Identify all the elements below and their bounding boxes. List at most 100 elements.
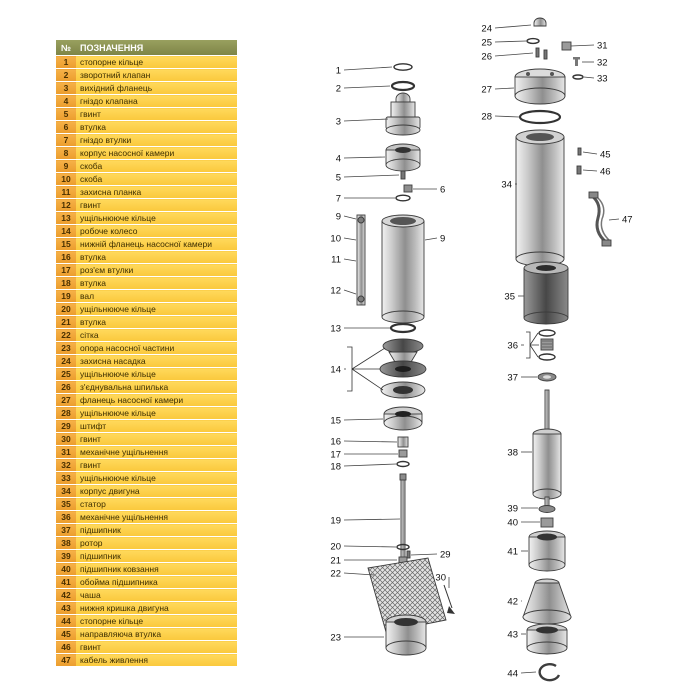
part-number-cell: 15 bbox=[56, 237, 76, 251]
callout-label-13: 13 bbox=[330, 324, 341, 335]
part-name-cell: підшипник bbox=[76, 523, 237, 537]
part-lower-flange bbox=[383, 406, 423, 431]
part-name-cell: статор bbox=[76, 497, 237, 511]
part-screw-46 bbox=[576, 165, 582, 175]
callout-leader-line bbox=[494, 52, 534, 57]
part-number-cell: 22 bbox=[56, 328, 76, 342]
part-pin-29 bbox=[406, 550, 411, 559]
callout-leader-line bbox=[343, 418, 384, 421]
callout-label-6: 6 bbox=[440, 185, 445, 196]
callout-label-15: 15 bbox=[330, 416, 341, 427]
part-check-valve bbox=[390, 80, 416, 118]
callout-leader-line bbox=[608, 218, 620, 221]
callout-label-7: 7 bbox=[336, 194, 341, 205]
part-number-cell: 10 bbox=[56, 172, 76, 186]
callout-label-9: 9 bbox=[440, 234, 445, 245]
callout-label-2: 2 bbox=[336, 84, 341, 95]
part-name-cell: скоба bbox=[76, 159, 237, 173]
callout-leader-line bbox=[494, 115, 520, 118]
bracket-impeller-group bbox=[347, 346, 386, 392]
part-name-cell: втулка bbox=[76, 120, 237, 134]
part-mesh-screen bbox=[367, 557, 447, 633]
part-name-cell: опора насосної частини bbox=[76, 341, 237, 355]
part-mech-seal-31 bbox=[561, 41, 572, 51]
part-number-cell: 28 bbox=[56, 406, 76, 420]
part-valve-seat bbox=[385, 143, 421, 172]
callout-label-1: 1 bbox=[336, 66, 341, 77]
callout-leader-line bbox=[494, 24, 532, 29]
part-pump-support bbox=[385, 614, 427, 656]
part-number-cell: 6 bbox=[56, 120, 76, 134]
part-number-cell: 13 bbox=[56, 211, 76, 225]
part-number-cell: 24 bbox=[56, 354, 76, 368]
callout-label-21: 21 bbox=[330, 556, 341, 567]
diagram-motor-section bbox=[514, 17, 612, 682]
part-name-cell: чаша bbox=[76, 588, 237, 602]
part-number-cell: 39 bbox=[56, 549, 76, 563]
part-name-cell: роз'єм втулки bbox=[76, 263, 237, 277]
part-number-cell: 32 bbox=[56, 458, 76, 472]
part-seal-ring-25 bbox=[526, 37, 540, 45]
part-number-cell: 27 bbox=[56, 393, 76, 407]
callout-label-20: 20 bbox=[330, 542, 341, 553]
part-number-cell: 19 bbox=[56, 289, 76, 303]
part-number-cell: 21 bbox=[56, 315, 76, 329]
callout-leader-line bbox=[343, 85, 391, 89]
part-name-cell: гніздо клапана bbox=[76, 94, 237, 108]
callout-label-3: 3 bbox=[336, 117, 341, 128]
part-seal-ring-20 bbox=[396, 543, 410, 551]
callout-leader-line bbox=[343, 545, 397, 548]
part-bottom-cover bbox=[526, 623, 568, 655]
part-name-cell: кабель живлення bbox=[76, 653, 237, 667]
part-number-cell: 47 bbox=[56, 653, 76, 667]
part-name-cell: корпус двигуна bbox=[76, 484, 237, 498]
part-bearing-37 bbox=[537, 372, 557, 382]
callout-leader-line bbox=[424, 237, 438, 241]
part-output-flange bbox=[385, 116, 421, 136]
callout-label-5: 5 bbox=[336, 173, 341, 184]
part-name-cell: ущільнююче кільце bbox=[76, 471, 237, 485]
part-number-cell: 16 bbox=[56, 250, 76, 264]
part-seal-ring-33 bbox=[572, 74, 584, 80]
callout-label-19: 19 bbox=[330, 516, 341, 527]
callout-leader-line bbox=[343, 258, 357, 262]
callout-label-22: 22 bbox=[330, 569, 341, 580]
callout-label-17: 17 bbox=[330, 450, 341, 461]
part-number-cell: 2 bbox=[56, 68, 76, 82]
part-name-cell: зворотний клапан bbox=[76, 68, 237, 82]
part-mech-seal-36 bbox=[538, 329, 556, 361]
part-stator bbox=[523, 261, 569, 325]
callout-leader-line bbox=[343, 440, 398, 443]
diagram-pump-section bbox=[347, 63, 455, 656]
part-name-cell: нижній фланець насосної камери bbox=[76, 237, 237, 251]
callout-label-42: 42 bbox=[507, 597, 518, 608]
part-number-cell: 4 bbox=[56, 94, 76, 108]
part-name-cell: захисна планка bbox=[76, 185, 237, 199]
part-number-cell: 35 bbox=[56, 497, 76, 511]
part-number-cell: 7 bbox=[56, 133, 76, 147]
part-name-cell: підшипник ковзання bbox=[76, 562, 237, 576]
part-motor-housing bbox=[515, 129, 565, 267]
callout-leader-line bbox=[494, 40, 527, 43]
screw-direction-arrow bbox=[443, 584, 455, 614]
callout-label-24: 24 bbox=[481, 24, 492, 35]
part-bushing-connector-17 bbox=[398, 449, 408, 458]
part-number-cell: 40 bbox=[56, 562, 76, 576]
callout-leader-line bbox=[343, 289, 357, 295]
callout-label-18: 18 bbox=[330, 462, 341, 473]
